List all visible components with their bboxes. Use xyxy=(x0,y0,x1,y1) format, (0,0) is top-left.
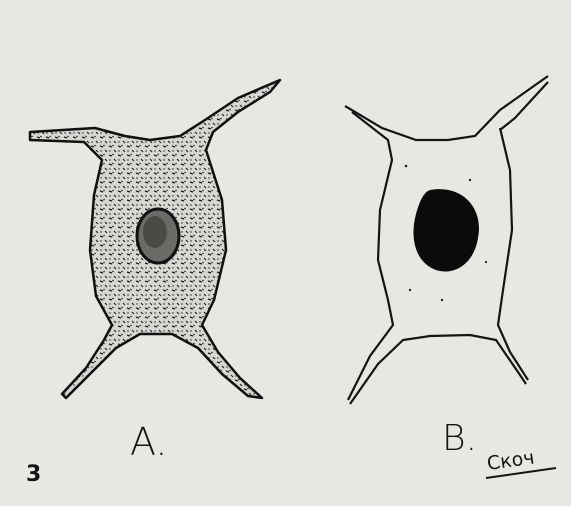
plate-number: 3 xyxy=(26,462,41,487)
cell-b-nucleus xyxy=(413,189,479,271)
cell-a-label: A. xyxy=(130,420,167,464)
cell-b xyxy=(345,76,548,404)
cell-a xyxy=(30,80,280,398)
signature: Скоч xyxy=(486,447,536,475)
cell-b-label: B. xyxy=(442,418,477,459)
